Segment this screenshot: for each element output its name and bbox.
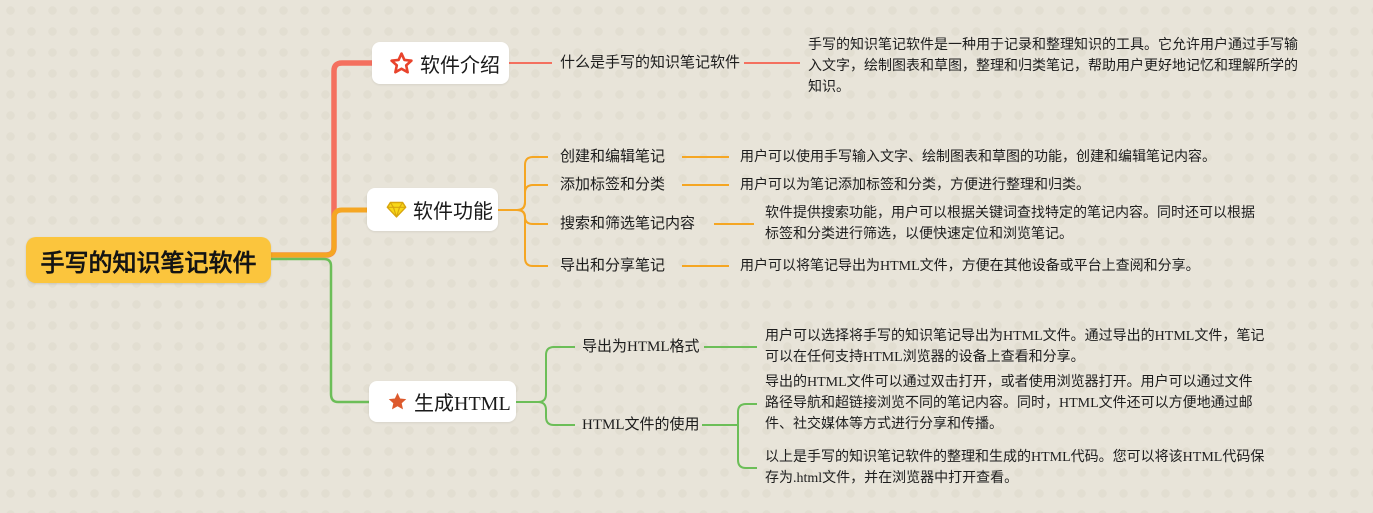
desc-html-save[interactable]: 以上是手写的知识笔记软件的整理和生成的HTML代码。您可以将该HTML代码保存为…	[765, 450, 1265, 486]
star-outline-icon	[390, 51, 413, 74]
branch-label-features: 软件功能	[413, 201, 493, 223]
subtopic-create-edit[interactable]: 创建和编辑笔记	[560, 149, 666, 165]
branch-node-intro[interactable]: 软件介绍	[372, 42, 509, 84]
desc-create-edit[interactable]: 用户可以使用手写输入文字、绘制图表和草图的功能，创建和编辑笔记内容。	[740, 150, 1216, 165]
root-topic[interactable]: 手写的知识笔记软件	[26, 237, 271, 283]
desc-tags[interactable]: 用户可以为笔记添加标签和分类，方便进行整理和归类。	[740, 178, 1090, 193]
branch-label-intro: 软件介绍	[420, 54, 500, 77]
subtopic-search[interactable]: 搜索和筛选笔记内容	[560, 216, 696, 232]
gem-icon	[386, 201, 407, 218]
desc-export-share[interactable]: 用户可以将笔记导出为HTML文件，方便在其他设备或平台上查阅和分享。	[740, 259, 1200, 274]
star-solid-icon	[388, 392, 407, 410]
subtopic-tags[interactable]: 添加标签和分类	[560, 177, 666, 193]
desc-html-open[interactable]: 导出的HTML文件可以通过双击打开，或者使用浏览器打开。用户可以通过文件路径导航…	[765, 375, 1253, 432]
branch-label-html: 生成HTML	[414, 393, 511, 415]
desc-intro[interactable]: 手写的知识笔记软件是一种用于记录和整理知识的工具。它允许用户通过手写输入文字，绘…	[808, 38, 1298, 95]
desc-search[interactable]: 软件提供搜索功能，用户可以根据关键词查找特定的笔记内容。同时还可以根据标签和分类…	[765, 206, 1255, 242]
subtopic-export-share[interactable]: 导出和分享笔记	[560, 258, 666, 274]
branch-node-html[interactable]: 生成HTML	[369, 381, 516, 422]
subtopic-html-usage[interactable]: HTML文件的使用	[582, 417, 700, 433]
desc-export-html[interactable]: 用户可以选择将手写的知识笔记导出为HTML文件。通过导出的HTML文件，笔记可以…	[765, 329, 1265, 365]
branch-node-features[interactable]: 软件功能	[367, 188, 498, 231]
subtopic-what-is[interactable]: 什么是手写的知识笔记软件	[560, 55, 741, 71]
subtopic-export-html[interactable]: 导出为HTML格式	[582, 339, 700, 355]
